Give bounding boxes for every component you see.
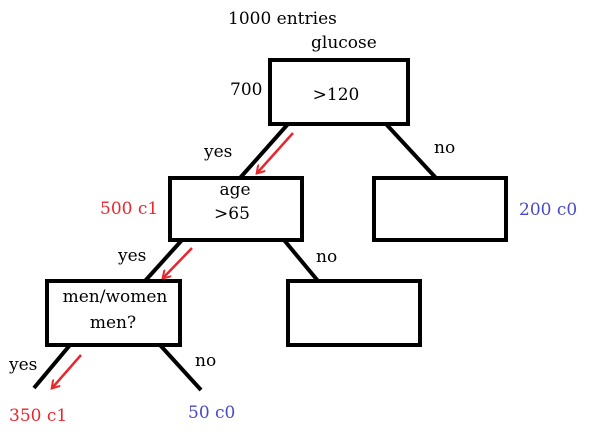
edge-root-no bbox=[384, 122, 438, 180]
gender-node-box bbox=[45, 279, 182, 347]
leaf-left-annotation: 350 c1 bbox=[9, 406, 68, 426]
age-node-line1: age bbox=[219, 180, 251, 200]
gender-node-line1: men/women bbox=[62, 287, 168, 307]
middle-leaf-box bbox=[286, 279, 422, 347]
root-condition-label: >120 bbox=[312, 85, 360, 105]
age-annotation-label: 500 c1 bbox=[100, 199, 159, 219]
age-node-line2: >65 bbox=[214, 204, 250, 224]
edge-gender-yes bbox=[32, 343, 72, 390]
edge-label-age-no: no bbox=[316, 247, 338, 267]
edge-label-gender-no: no bbox=[195, 351, 217, 371]
path-arrow-root-yes bbox=[258, 132, 294, 172]
gender-node-line2: men? bbox=[89, 313, 137, 333]
edge-root-yes bbox=[238, 122, 290, 180]
edge-age-no bbox=[282, 238, 320, 283]
leaf-right-annotation: 50 c0 bbox=[188, 403, 236, 423]
edge-label-age-yes: yes bbox=[118, 246, 147, 266]
root-node-box bbox=[268, 58, 410, 126]
path-arrow-gender-yes bbox=[53, 354, 82, 387]
entries-count-label: 1000 entries bbox=[228, 9, 337, 29]
right-annotation-label: 200 c0 bbox=[519, 200, 578, 220]
edge-label-root-no: no bbox=[434, 138, 456, 158]
edge-label-root-yes: yes bbox=[204, 142, 233, 162]
root-feature-label: glucose bbox=[311, 33, 377, 53]
edge-label-gender-yes: yes bbox=[9, 355, 38, 375]
right-leaf-box bbox=[372, 176, 508, 242]
age-node-box bbox=[168, 176, 304, 242]
path-arrow-age-yes bbox=[164, 247, 193, 277]
root-count-label: 700 bbox=[230, 80, 263, 100]
edge-gender-no bbox=[158, 343, 203, 392]
edge-age-yes bbox=[143, 238, 184, 283]
